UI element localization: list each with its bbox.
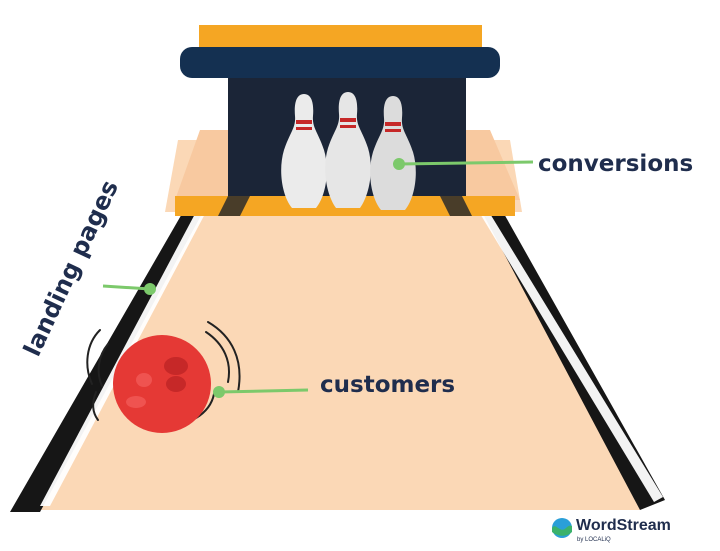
pin-deck-shadow-right bbox=[440, 196, 472, 216]
landing-pages-pointer-dot bbox=[144, 283, 156, 295]
logo-tagline: by LOCALiQ bbox=[577, 537, 611, 543]
right-gutter-rail bbox=[479, 212, 663, 502]
conversions-pointer-line bbox=[398, 160, 534, 166]
conversions-label: conversions bbox=[538, 151, 693, 177]
bowling-pin-icon bbox=[325, 92, 371, 208]
bowling-ball-icon bbox=[113, 335, 211, 433]
logo-name: WordStream bbox=[576, 517, 671, 534]
hood-bar bbox=[180, 47, 500, 78]
customers-label: customers bbox=[320, 372, 455, 398]
bowling-pin-icon bbox=[370, 96, 416, 210]
bowling-pin-icon bbox=[281, 94, 327, 208]
landing-pages-label: landing pages bbox=[18, 176, 124, 361]
landing-pages-pointer-line bbox=[102, 284, 151, 291]
conversions-pointer-dot bbox=[393, 158, 405, 170]
motion-lines bbox=[86, 321, 241, 421]
wordstream-logo-icon bbox=[552, 518, 572, 538]
lane-surface bbox=[40, 213, 640, 510]
customers-pointer-dot bbox=[213, 386, 225, 398]
customers-pointer-line bbox=[218, 388, 309, 394]
pin-deck-shadow-left bbox=[218, 196, 250, 216]
